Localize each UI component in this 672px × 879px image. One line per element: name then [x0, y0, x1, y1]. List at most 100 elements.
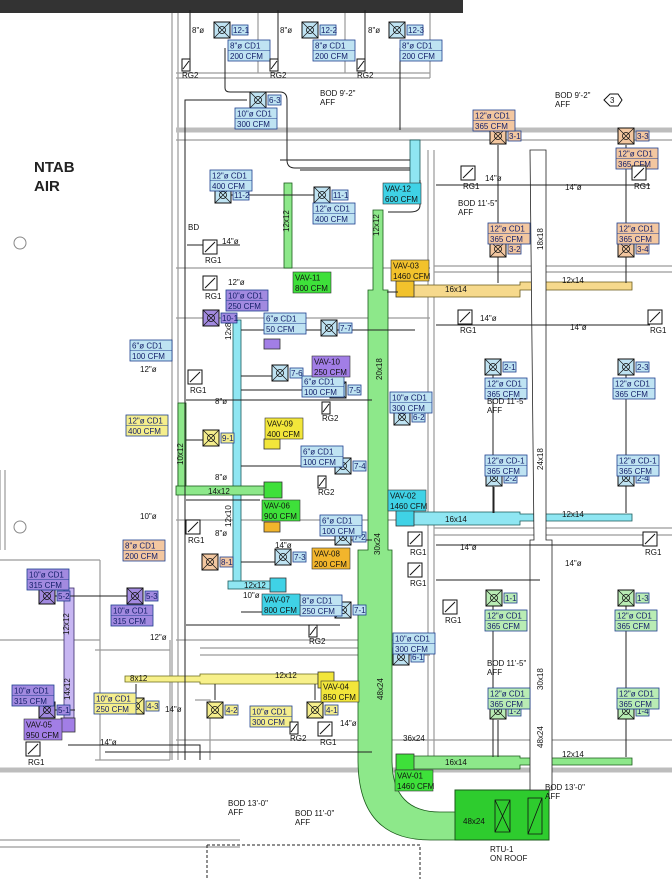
return-grille[interactable]: RG1 — [202, 239, 222, 265]
return-grille[interactable]: RG2 — [181, 58, 199, 80]
return-grille[interactable]: RG1 — [202, 275, 222, 301]
return-grille[interactable]: RG1 — [442, 599, 462, 625]
note-line: BOD 11'-5" — [487, 397, 527, 406]
return-grille[interactable]: RG1 — [457, 309, 477, 335]
return-grille[interactable]: RG1 — [631, 165, 651, 191]
duct-size-label: 14x12 — [208, 487, 230, 496]
diffuser-cfm: 365 CFM — [487, 467, 520, 476]
vav-name: VAV-01 — [397, 772, 423, 781]
diffuser-id-tag — [231, 24, 249, 36]
diffuser-id: 2-4 — [637, 474, 649, 483]
return-grille[interactable]: RG2 — [308, 624, 326, 646]
diffuser-size: 12"ø CD1 — [619, 225, 654, 234]
diffuser-7-3[interactable]: 7-3 — [274, 548, 307, 566]
return-grille[interactable]: RG1 — [317, 721, 337, 747]
grille-label: RG1 — [410, 579, 427, 588]
diffuser-id: 7-3 — [294, 553, 306, 562]
grille-label: RG1 — [645, 548, 662, 557]
return-grille[interactable]: RG1 — [407, 531, 427, 557]
diffuser-id: 8-1 — [221, 558, 233, 567]
return-grille[interactable]: RG1 — [407, 562, 427, 588]
diffuser-id: 1-4 — [637, 707, 649, 716]
branch-size-label: 12"ø — [228, 278, 245, 287]
diffuser-cfm: 250 CFM — [302, 607, 335, 616]
return-grille[interactable]: RG1 — [642, 531, 662, 557]
diffuser-cfm: 365 CFM — [487, 622, 520, 631]
return-grille[interactable]: RG1 — [460, 165, 480, 191]
grille-label: RG2 — [309, 637, 326, 646]
grille-label: RG2 — [318, 488, 335, 497]
return-grille[interactable]: RG1 — [647, 309, 667, 335]
return-grille[interactable]: RG2 — [356, 58, 374, 80]
duct-size-label: 12x12 — [282, 210, 291, 232]
return-grille[interactable]: RG2 — [269, 58, 287, 80]
return-grille[interactable]: RG2 — [321, 401, 339, 423]
return-grille[interactable]: RG1 — [25, 741, 45, 767]
branch-size-label: 8"ø — [215, 529, 227, 538]
return-grille[interactable]: RG2 — [289, 721, 307, 743]
diffuser-id-tag — [406, 24, 424, 36]
diffuser-id: 7-4 — [354, 462, 366, 471]
return-grille[interactable]: RG1 — [187, 369, 207, 395]
note-line: AFF — [555, 100, 570, 109]
diffuser-icon — [126, 587, 144, 605]
return-grille[interactable]: RG2 — [317, 475, 335, 497]
grille-label: RG1 — [460, 326, 477, 335]
diffuser-4-1[interactable]: 4-1 — [306, 701, 339, 719]
branch-size-label: 8"ø — [368, 26, 380, 35]
diffuser-size: 12"ø CD1 — [619, 690, 654, 699]
diffuser-icon — [617, 589, 635, 607]
return-grille[interactable]: RG1 — [185, 519, 205, 545]
diffuser-id-tag — [289, 367, 304, 379]
duct-size-label: 12x12 — [244, 581, 266, 590]
diffuser-cfm: 250 CFM — [228, 302, 261, 311]
diffuser-size: 10"ø CD1 — [96, 695, 131, 704]
